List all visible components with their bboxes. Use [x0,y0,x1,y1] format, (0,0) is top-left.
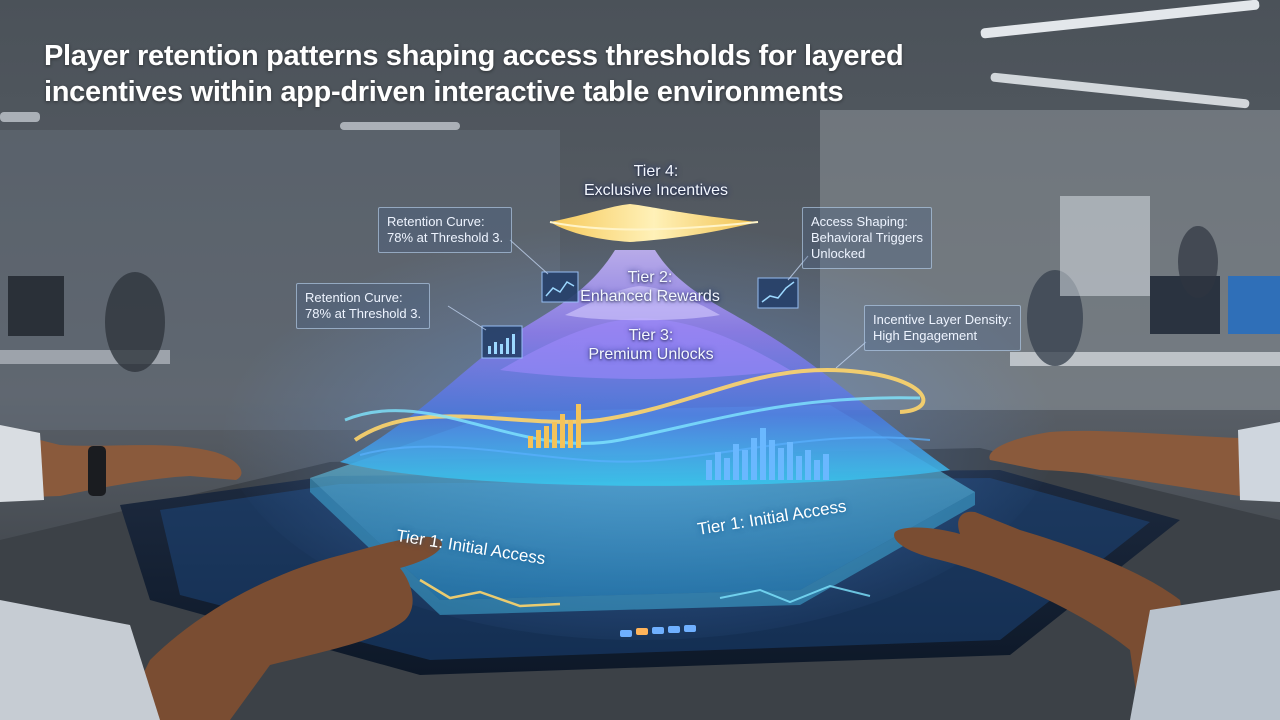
leader-density [835,341,867,369]
left-arm [0,430,242,498]
tier3-label: Tier 3: Premium Unlocks [586,326,716,364]
ceiling-light-3 [340,122,460,130]
callout-retention-lower: Retention Curve: 78% at Threshold 3. [296,283,431,329]
bar-cluster-left [528,404,581,448]
callout-retention-lower-line-1: Retention Curve: [305,290,403,305]
background-wall-panel [1060,196,1150,296]
table-trace-line-left [419,578,561,608]
wrist-watch [88,446,106,496]
gold-wave-stream [353,367,926,442]
callout-incentive-density-line-1: Incentive Layer Density: [873,312,1012,327]
tier4-gold-cap-edge [549,221,759,231]
tier2-label-line-2: Enhanced Rewards [580,288,720,305]
background-monitor-left [8,276,64,336]
table-ui-tiles [620,625,696,637]
callout-retention-lower-line-2: 78% at Threshold 3. [305,306,422,321]
callout-access-shaping: Access Shaping: Behavioral Triggers Unlo… [802,207,932,269]
background-desk-right [1010,352,1280,366]
ceiling-light-1 [980,0,1260,39]
background-person-far [1178,226,1218,298]
tier2-label: Tier 2: Enhanced Rewards [570,268,730,306]
leader-retention-lower [447,305,487,331]
background-person-left [105,272,165,372]
bar-cluster-right [706,428,829,480]
leader-retention-upper [509,239,549,275]
right-front-hand [894,511,1200,720]
tier2-layer [565,286,720,321]
tier3-label-line-2: Premium Unlocks [588,346,714,363]
right-arm [989,430,1280,498]
callout-retention-upper-line-2: 78% at Threshold 3. [387,230,504,245]
right-front-sleeve [1130,590,1280,720]
blue-wave-stream [359,436,931,463]
callout-access-shaping-line-2: Behavioral Triggers [811,230,923,245]
mini-bar-chart-icon [481,325,523,359]
title-line-1: Player retention patterns shaping access… [44,40,904,72]
page-title: Player retention patterns shaping access… [44,38,1044,110]
tier4-label-line-1: Tier 4: [633,163,679,180]
title-line-2: incentives within app-driven interactive… [44,76,844,108]
tier4-label-line-2: Exclusive Incentives [583,182,729,199]
ceiling-light-2 [990,72,1250,109]
background-monitor-far-right [1228,276,1280,334]
tier4-gold-cap [550,204,758,242]
leader-access-shaping [787,255,809,281]
callout-incentive-density-line-2: High Engagement [873,328,978,343]
tier4-label: Tier 4: Exclusive Incentives [566,162,746,200]
cyan-wave-stream [344,396,921,445]
left-front-hand [120,536,442,720]
table-trace-line-right [719,584,871,604]
ceiling-light-4 [0,112,40,122]
tier2-label-line-1: Tier 2: [627,269,673,286]
right-sleeve [1238,422,1280,502]
callout-incentive-density: Incentive Layer Density: High Engagement [864,305,1021,351]
left-sleeve [0,425,44,502]
left-front-sleeve [0,600,160,720]
tier3-label-line-1: Tier 3: [628,327,674,344]
callout-access-shaping-line-3: Unlocked [811,246,866,261]
callout-access-shaping-line-1: Access Shaping: [811,214,908,229]
callout-retention-upper-line-1: Retention Curve: [387,214,485,229]
mini-line-chart-icon [541,271,579,303]
mini-trend-chart-icon [757,277,799,309]
tier3-layer [500,318,790,379]
callout-retention-upper: Retention Curve: 78% at Threshold 3. [378,207,513,253]
